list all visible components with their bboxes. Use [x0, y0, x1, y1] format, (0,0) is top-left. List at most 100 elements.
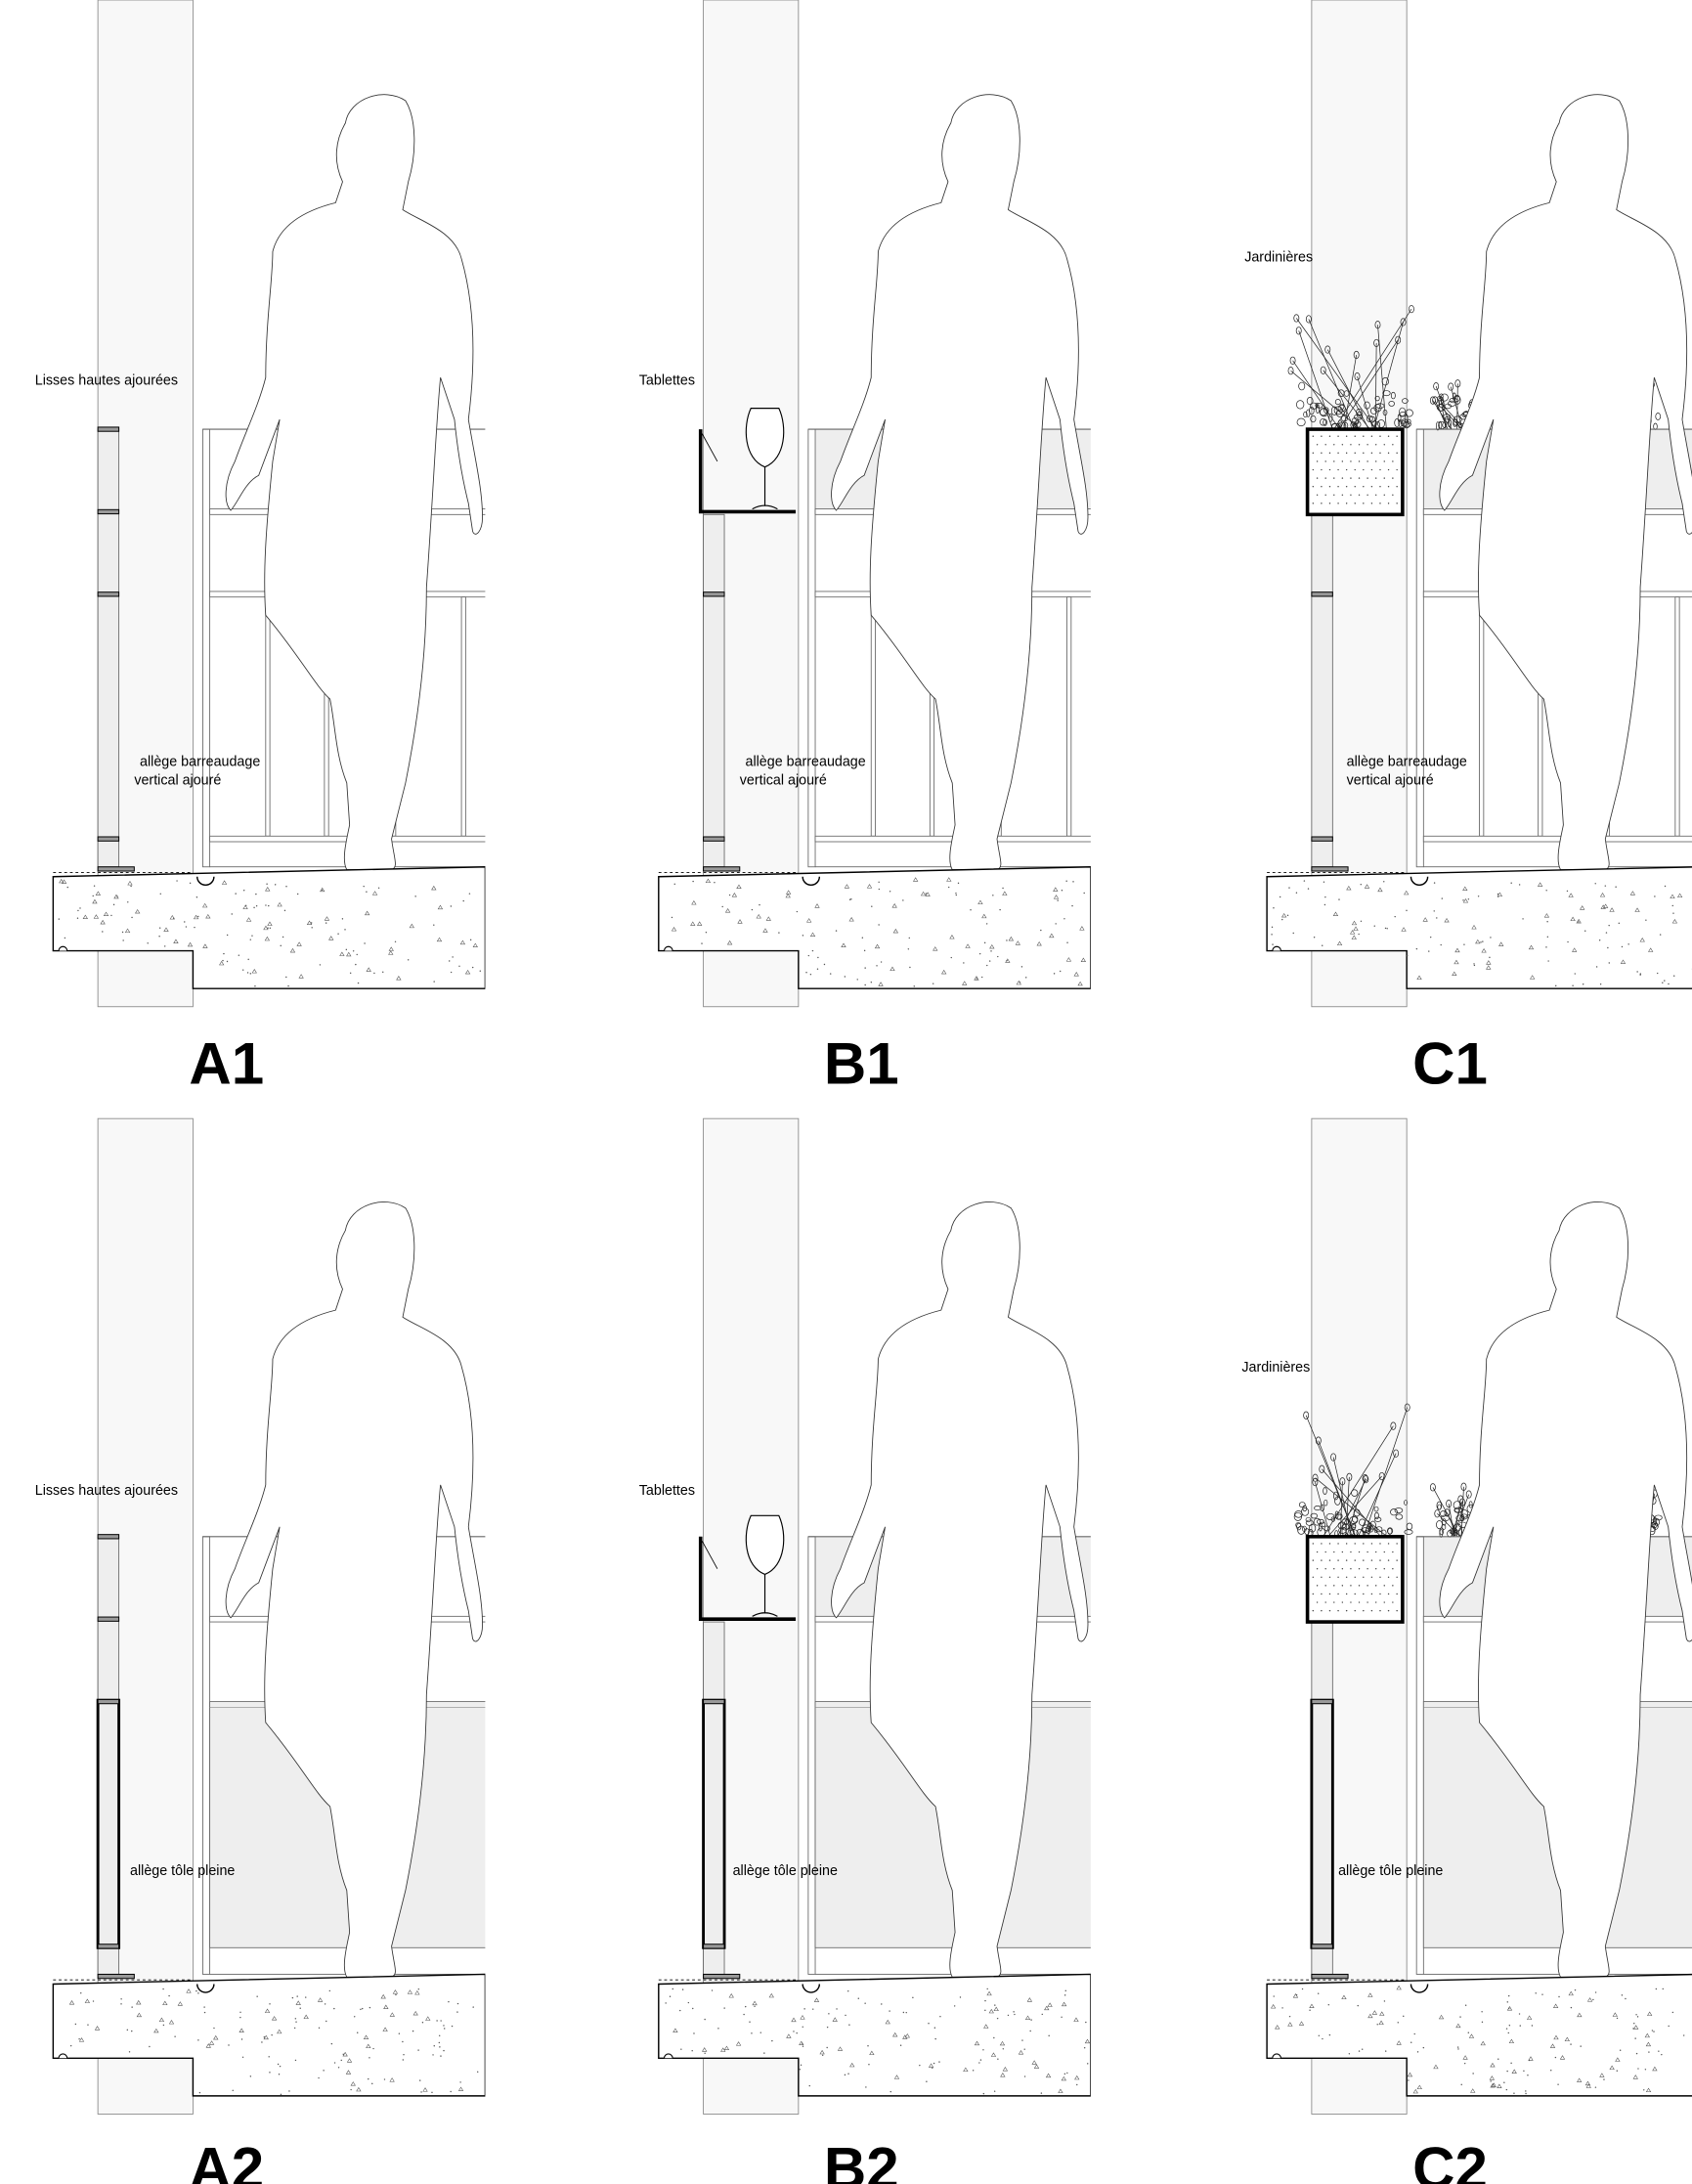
label-allege-line2: vertical ajouré — [740, 772, 827, 788]
aggregate — [92, 895, 94, 897]
aggregate — [1619, 2049, 1622, 2051]
aggregate — [1635, 2052, 1638, 2055]
plant-leaf — [1468, 1501, 1473, 1508]
aggregate — [970, 909, 972, 911]
soil-dot — [1396, 486, 1398, 488]
aggregate — [1643, 2089, 1645, 2091]
base-plate — [703, 866, 741, 872]
soil-dot — [1358, 444, 1361, 446]
aggregate — [1303, 880, 1306, 882]
plant-leaf — [1320, 417, 1327, 426]
aggregate — [999, 908, 1001, 911]
aggregate — [1072, 881, 1074, 883]
aggregate — [1497, 2083, 1502, 2088]
aggregate — [1383, 881, 1385, 883]
aggregate — [1031, 2060, 1037, 2065]
aggregate — [341, 918, 344, 920]
plant-leaf — [1334, 1496, 1341, 1506]
aggregate — [829, 973, 832, 975]
aggregate — [337, 933, 339, 935]
aggregate — [993, 2006, 999, 2012]
aggregate — [1327, 2004, 1330, 2006]
aggregate — [1273, 907, 1275, 909]
aggregate — [128, 2051, 131, 2053]
plant-leaf — [1323, 1499, 1328, 1507]
aggregate — [1456, 2046, 1459, 2048]
plant-flower — [1378, 1471, 1385, 1481]
aggregate — [721, 905, 723, 908]
baluster — [1674, 596, 1680, 837]
aggregate — [396, 976, 402, 981]
drip-notch — [1410, 1984, 1429, 1993]
aggregate — [213, 2034, 219, 2040]
aggregate — [1074, 2075, 1080, 2080]
slab-outline — [1266, 866, 1692, 989]
aggregate — [1535, 1992, 1537, 1994]
section-panel-c2 — [1266, 1117, 1692, 2115]
aggregate — [130, 885, 132, 888]
plant-leaf — [1442, 1518, 1447, 1526]
aggregate — [865, 2086, 867, 2088]
aggregate — [339, 951, 345, 956]
aggregate — [864, 983, 866, 986]
soil-dot — [1383, 494, 1385, 497]
aggregate — [78, 2037, 80, 2040]
aggregate — [349, 972, 352, 975]
soil-dot — [1363, 1543, 1365, 1545]
label-tablettes: Tablettes — [639, 372, 695, 388]
plant-leaf — [1371, 420, 1377, 427]
plant-leaf — [1390, 1508, 1398, 1516]
aggregate — [1682, 2034, 1685, 2036]
aggregate — [120, 1998, 122, 2000]
aggregate — [293, 2027, 296, 2030]
aggregate — [928, 2023, 930, 2025]
plants-icon — [1429, 1482, 1476, 1538]
drip-groove — [1272, 2053, 1281, 2059]
plant-leaf — [1304, 1528, 1310, 1536]
panel-content — [1266, 0, 1692, 1008]
panel-b1-labels: Tablettes allège barreaudage vertical aj… — [639, 372, 899, 1096]
aggregate — [1576, 2077, 1583, 2082]
aggregate — [158, 927, 161, 929]
aggregate — [1286, 914, 1289, 917]
drip-groove — [663, 2053, 673, 2059]
aggregate — [1273, 1995, 1275, 1997]
aggregate — [265, 904, 267, 906]
aggregate — [1505, 2088, 1508, 2091]
aggregate — [1657, 972, 1659, 975]
aggregate — [1332, 911, 1339, 916]
plant-leaf — [1301, 1507, 1310, 1516]
concrete-slab — [1266, 1973, 1692, 2097]
aggregate — [344, 929, 346, 931]
aggregate — [1328, 2033, 1331, 2036]
railing-post — [1415, 428, 1424, 868]
soil-dot — [1379, 502, 1381, 504]
aggregate — [1275, 2025, 1280, 2030]
aggregate — [1401, 927, 1407, 932]
plant-stem — [1296, 318, 1377, 430]
aggregate — [121, 931, 124, 934]
aggregate — [933, 946, 938, 951]
aggregate — [1055, 923, 1057, 925]
soil-dot — [1354, 502, 1356, 504]
aggregate — [1357, 2004, 1359, 2007]
soil-dot — [1312, 468, 1315, 471]
drip-notch — [802, 1984, 821, 1993]
aggregate — [1061, 890, 1063, 892]
plant-stem — [1305, 1415, 1357, 1537]
aggregate — [213, 2027, 215, 2030]
plant-leaf — [1449, 397, 1458, 404]
soil-dot — [1350, 477, 1352, 479]
aggregate — [95, 891, 102, 895]
aggregate — [432, 2054, 434, 2056]
aggregate — [194, 926, 195, 929]
aggregate — [1632, 2075, 1638, 2079]
soil-dot — [1354, 486, 1356, 488]
soil-dot — [1316, 1601, 1319, 1603]
soil-dot — [1396, 468, 1398, 471]
aggregate — [59, 878, 65, 884]
plant-leaf — [1654, 1518, 1660, 1526]
soil-dot — [1312, 435, 1315, 437]
aggregate — [885, 2019, 890, 2025]
aggregate — [993, 2036, 995, 2039]
